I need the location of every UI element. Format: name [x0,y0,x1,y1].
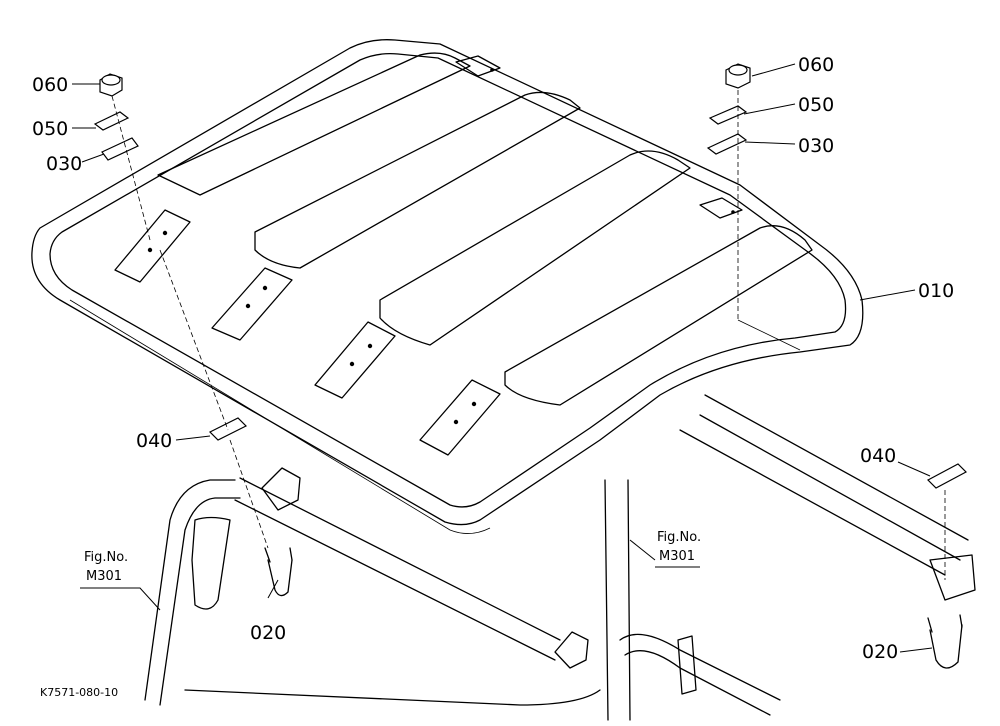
label-010: 010 [918,280,954,302]
drawing-code: K7571-080-10 [40,686,118,699]
label-040-right: 040 [860,445,896,467]
roof-panel [31,39,864,534]
label-050-left: 050 [32,118,68,140]
label-050-right: 050 [798,94,834,116]
fig-ref-mid-line1: Fig.No. [657,530,701,545]
hardware-right [706,63,967,669]
fig-ref-left-line1: Fig.No. [84,550,128,565]
cab-frame [144,394,976,721]
ubolt-020-right [927,614,963,669]
label-020-left: 020 [250,622,286,644]
hardware-left [93,73,293,597]
plate-030-left [101,137,139,161]
label-040-left: 040 [136,430,172,452]
plate-030-right [706,133,748,155]
nut-060-left [99,73,123,97]
label-030-left: 030 [46,153,82,175]
nut-060-right [725,63,751,89]
plate-040-right [927,463,967,489]
label-060-right: 060 [798,54,834,76]
plate-050-right [708,105,748,125]
plate-040-left [208,417,248,441]
leader-lines [72,63,933,653]
label-030-right: 030 [798,135,834,157]
label-060-left: 060 [32,74,68,96]
fig-ref-mid-line2: M301 [659,549,695,564]
ubolt-020-left [264,547,293,597]
fig-ref-left-line2: M301 [86,569,122,584]
label-020-right: 020 [862,641,898,663]
plate-050-left [93,111,130,131]
